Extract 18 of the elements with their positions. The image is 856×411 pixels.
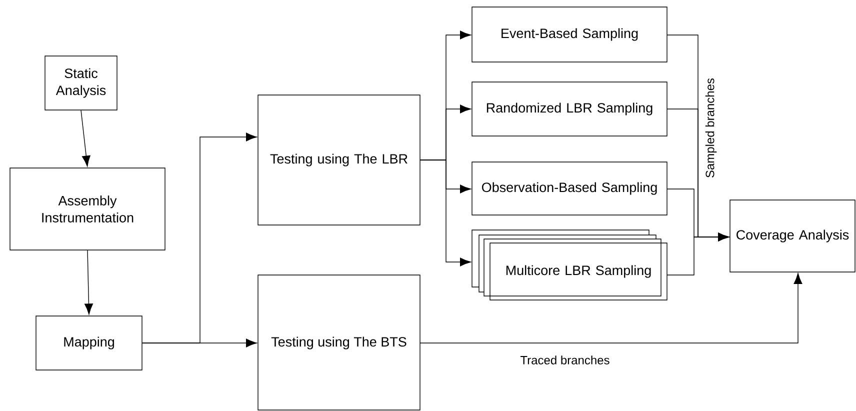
process-box: Event-Based Sampling (472, 6, 668, 62)
arrow (420, 273, 802, 344)
process-box: Observation-Based Sampling (472, 162, 668, 216)
edge-label: Traced branches (519, 354, 611, 366)
process-box: Testing using The LBR (258, 94, 420, 226)
arrow (80, 110, 90, 167)
process-box: Testing using The BTS (258, 274, 420, 410)
stacked-boxes: Multicore LBR Sampling (472, 230, 668, 300)
process-box: Assembly Instrumentation (10, 168, 166, 250)
arrow (420, 160, 471, 266)
edge-label: Sampled branches (704, 76, 718, 180)
process-box: Mapping (36, 316, 142, 370)
arrow (666, 232, 729, 276)
process-box: Randomized LBR Sampling (472, 82, 668, 136)
process-box: Coverage Analysis (730, 200, 856, 272)
arrow (84, 250, 93, 315)
arrow (142, 338, 257, 348)
process-box: Static Analysis (44, 56, 118, 110)
